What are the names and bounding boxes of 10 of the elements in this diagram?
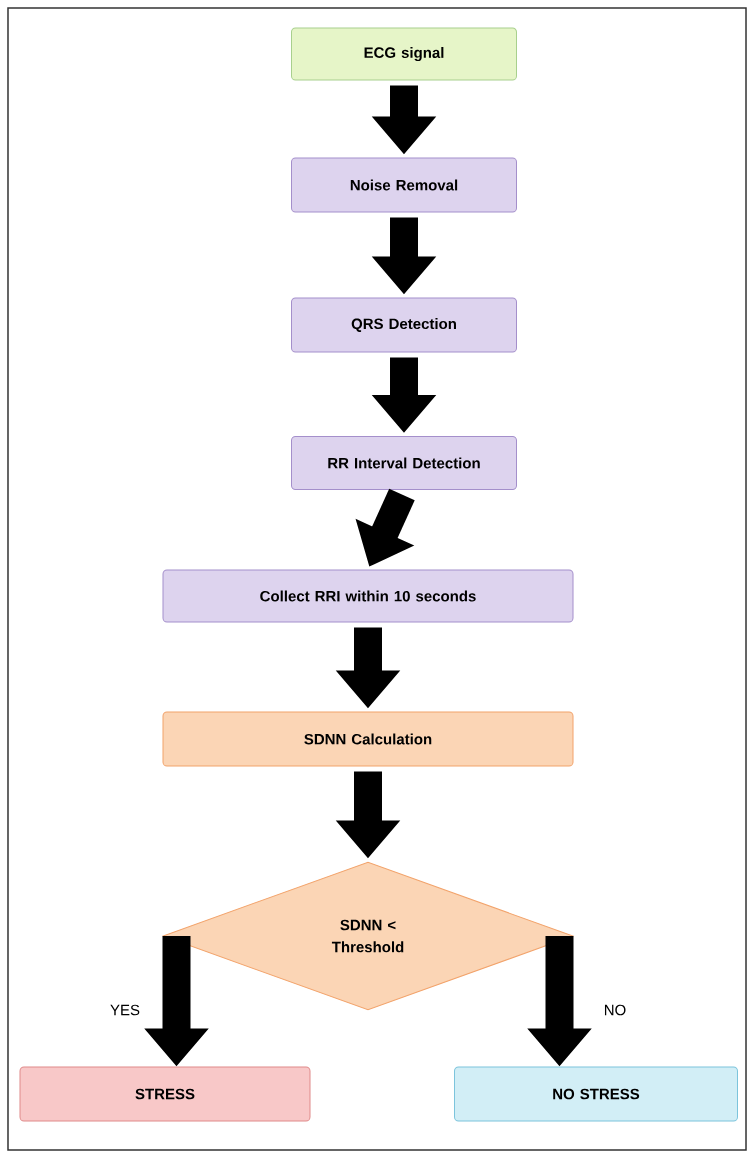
edge-label: NO [602, 1003, 628, 1017]
process-box: SDNN Calculation [162, 711, 574, 767]
process-box: RR Interval Detection [291, 436, 517, 490]
result-box: NO STRESS [454, 1066, 738, 1122]
process-box: ECG signal [291, 27, 517, 81]
process-box: Noise Removal [291, 157, 517, 213]
result-box: STRESS [19, 1066, 311, 1122]
process-box: QRS Detection [291, 297, 517, 353]
edge-label: YES [109, 1003, 141, 1017]
process-box: Collect RRI within 10 seconds [162, 569, 574, 623]
